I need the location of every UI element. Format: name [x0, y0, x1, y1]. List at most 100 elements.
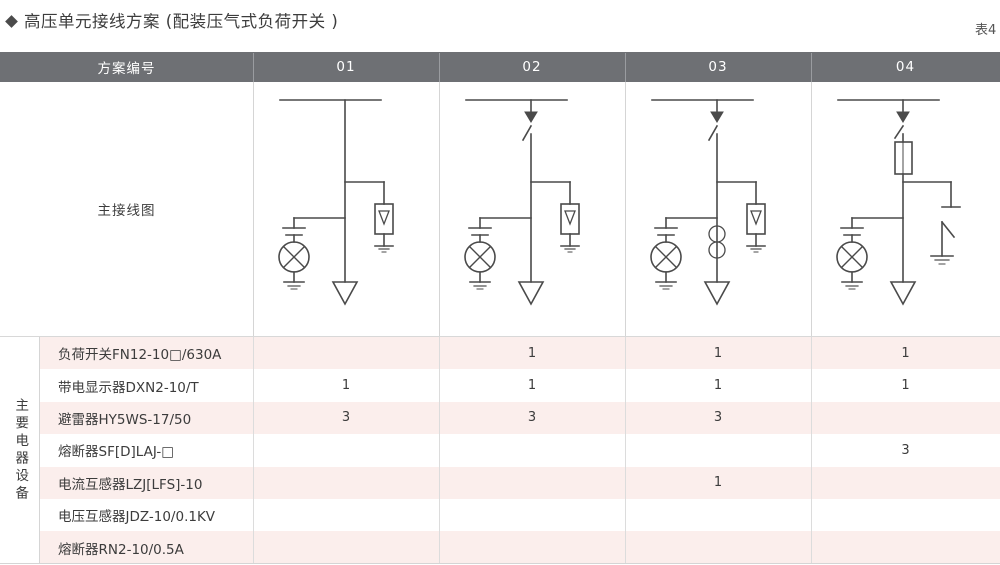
surge-arrester-body: [560, 203, 580, 235]
voltage-indicator-x2: [655, 246, 677, 268]
header-col-04: 04: [895, 59, 916, 75]
table-number-label: 表4: [975, 23, 997, 38]
grid-divider: [811, 499, 812, 532]
current-transformer-coil-bottom: [708, 241, 726, 259]
load-break-switch-triangle: [524, 111, 538, 123]
grid-divider: [439, 466, 440, 499]
quantity-cell: 1: [901, 378, 910, 394]
quantity-cell: [439, 467, 625, 499]
grid-divider: [625, 82, 626, 336]
table-top-border: [0, 52, 1000, 53]
wiring-scheme-table: 方案编号 01 02 03 04 主接线图: [0, 52, 1000, 565]
cable-termination-triangle: [331, 281, 359, 306]
scheme-03-diagram: [625, 82, 811, 336]
scheme-01-diagram: [253, 82, 439, 336]
header-divider: [253, 52, 254, 82]
quantity-cell: 3: [341, 410, 351, 426]
load-break-switch-blade: [893, 124, 905, 140]
quantity-cell: 1: [527, 345, 537, 361]
quantity-cell: [253, 531, 439, 563]
cable-termination-triangle: [703, 281, 731, 306]
grid-divider: [625, 499, 626, 532]
grid-divider: [253, 499, 254, 532]
load-break-switch-triangle: [896, 111, 910, 123]
grid-divider: [253, 531, 254, 564]
grid-divider: [811, 82, 812, 336]
quantity-cell: 1: [341, 378, 351, 394]
voltage-indicator-x2: [469, 246, 491, 268]
quantity-cell: [439, 499, 625, 531]
grid-divider: [625, 401, 626, 435]
grid-divider: [625, 369, 626, 402]
quantity-cell: 3: [527, 410, 537, 426]
quantity-cell: [811, 531, 1000, 563]
diagram-row: 主接线图: [0, 82, 1000, 337]
cable-termination-triangle: [889, 281, 917, 306]
table-bottom-border: [0, 563, 1000, 564]
voltage-indicator-x2: [283, 246, 305, 268]
grid-divider: [439, 499, 440, 532]
header-col-03: 03: [708, 59, 728, 75]
table-row: 熔断器RN2-10/0.5A: [40, 531, 1000, 564]
equipment-table-body: 主要电器设备 负荷开关FN12-10□/630A 1 1 1 带电显示器DXN2-10/…: [0, 337, 1000, 564]
grid-divider: [811, 369, 812, 402]
load-break-switch-blade: [707, 124, 719, 142]
grid-divider: [253, 401, 254, 435]
diagram-row-label: 主接线图: [97, 203, 156, 219]
table-header-row: 方案编号 01 02 03 04: [0, 52, 1000, 82]
quantity-cell: [625, 499, 811, 531]
grid-divider: [625, 434, 626, 467]
equipment-name: 熔断器RN2-10/0.5A: [58, 541, 184, 558]
grid-divider: [811, 466, 812, 499]
equipment-name: 带电显示器DXN2-10/T: [58, 379, 199, 396]
header-col-01: 01: [336, 59, 356, 75]
quantity-cell: [811, 402, 1000, 434]
grid-divider: [625, 337, 626, 370]
grid-divider: [253, 82, 254, 336]
grid-divider: [811, 401, 812, 435]
grid-divider: [253, 369, 254, 402]
header-divider: [625, 52, 626, 82]
grid-divider: [439, 401, 440, 435]
grid-divider: [811, 531, 812, 564]
quantity-cell: 1: [527, 378, 537, 394]
equipment-name: 负荷开关FN12-10□/630A: [58, 347, 222, 364]
load-break-switch-blade: [521, 124, 533, 142]
quantity-cell: 3: [713, 410, 723, 426]
page-title: 高压单元接线方案 (配装压气式负荷开关 ): [24, 12, 339, 31]
grid-divider: [439, 531, 440, 564]
table-row: 熔断器SF[D]LAJ-□3: [40, 434, 1000, 467]
header-divider: [439, 52, 440, 82]
grid-divider: [253, 337, 254, 370]
quantity-cell: [625, 531, 811, 563]
equipment-group-text: 主要电器设备: [12, 398, 29, 503]
diamond-bullet-icon: [5, 15, 18, 28]
quantity-cell: 1: [713, 475, 723, 491]
header-scheme-number: 方案编号: [97, 61, 156, 77]
surge-arrester-triangle: [564, 210, 576, 226]
surge-arrester-triangle: [378, 210, 390, 226]
quantity-cell: [253, 499, 439, 531]
surge-arrester-body: [746, 203, 766, 235]
equipment-name: 电压互感器JDZ-10/0.1KV: [58, 509, 216, 526]
header-col-02: 02: [522, 59, 542, 75]
grid-divider: [625, 531, 626, 564]
grid-divider: [811, 337, 812, 370]
grid-divider: [439, 434, 440, 467]
title-bar: 高压单元接线方案 (配装压气式负荷开关 ) 表4: [0, 0, 1000, 52]
grid-divider: [625, 466, 626, 499]
scheme-04-diagram: [811, 82, 1000, 336]
quantity-cell: 1: [901, 345, 910, 361]
quantity-cell: [811, 467, 1000, 499]
quantity-cell: [811, 499, 1000, 531]
quantity-cell: [439, 531, 625, 563]
cable-termination-triangle: [517, 281, 545, 306]
earthing-switch-blade: [940, 220, 956, 239]
surge-arrester-body: [374, 203, 394, 235]
quantity-cell: [253, 434, 439, 466]
grid-divider: [439, 369, 440, 402]
